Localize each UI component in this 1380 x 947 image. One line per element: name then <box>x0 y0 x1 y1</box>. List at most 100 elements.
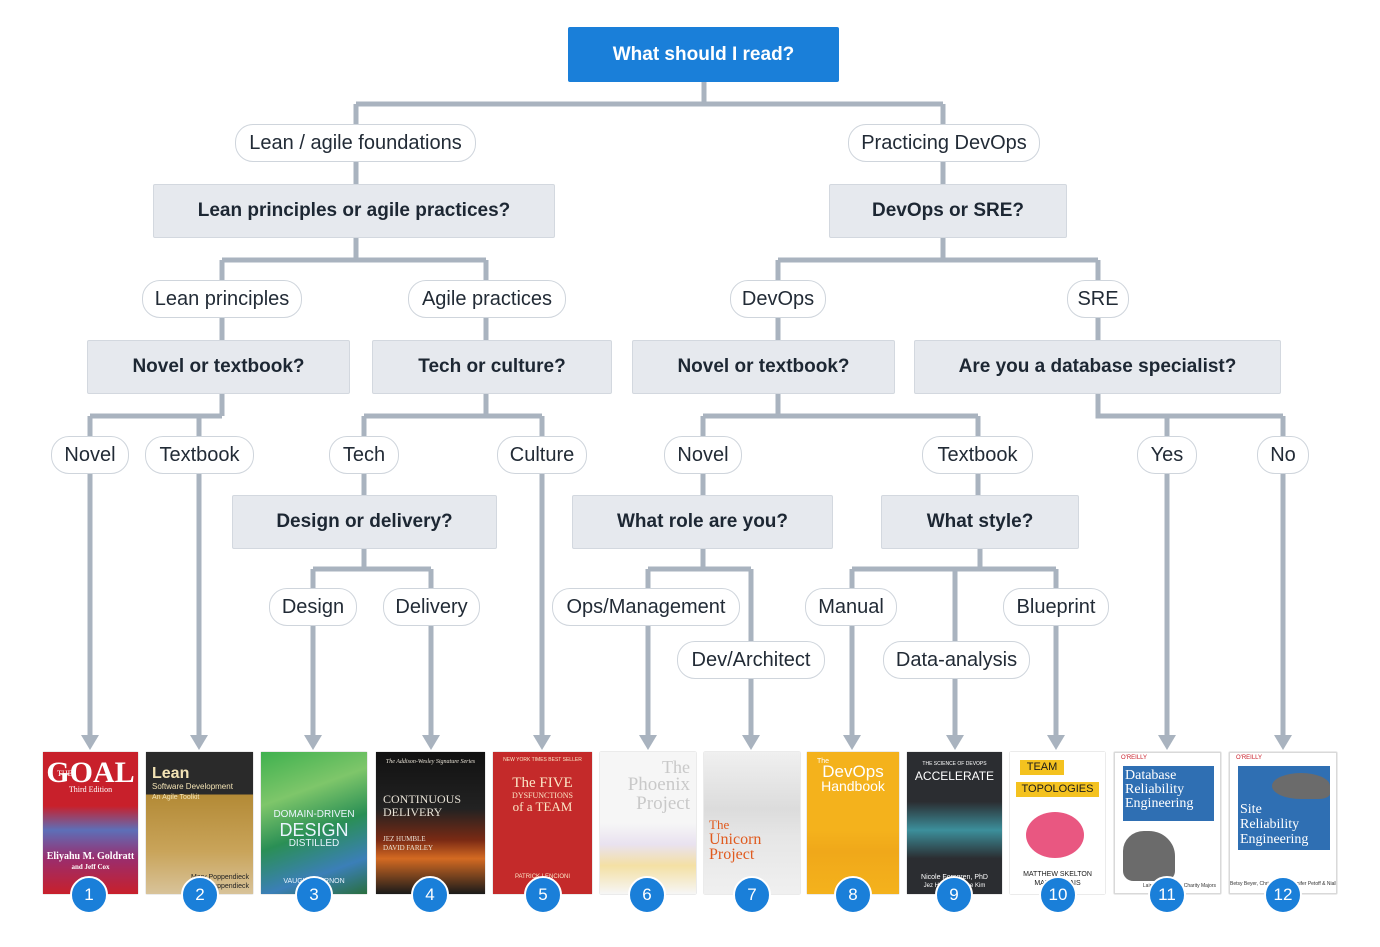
book-7-line-2: Unicorn <box>709 831 762 848</box>
book-1-line-1: THE <box>57 769 73 778</box>
book-2-line-1: Lean <box>152 765 190 782</box>
question-what-style: What style? <box>881 495 1079 549</box>
answer-blueprint[interactable]: Blueprint <box>1003 588 1109 626</box>
answer-culture[interactable]: Culture <box>497 436 587 474</box>
book-cover-the-devops-handbook[interactable]: The DevOps Handbook <box>807 752 899 894</box>
book-5-line-3: DYSFUNCTIONS <box>512 791 573 800</box>
answer-no[interactable]: No <box>1257 436 1309 474</box>
book-1-line-3: Third Edition <box>68 785 113 794</box>
book-10-line-1: TEAM <box>1020 760 1064 775</box>
book-number-badge-6: 6 <box>628 876 666 914</box>
book-cover-the-phoenix-project[interactable]: The Phoenix Project <box>600 752 696 894</box>
answer-devops[interactable]: DevOps <box>730 280 826 318</box>
arrowhead-12 <box>1274 735 1292 750</box>
answer-agile-practices[interactable]: Agile practices <box>408 280 566 318</box>
book-11-line-2: Database <box>1125 768 1177 783</box>
book-11-horse-illustration <box>1123 831 1175 881</box>
book-cover-lean-software-development[interactable]: Lean Software Development An Agile Toolk… <box>146 752 253 894</box>
answer-textbook-lean[interactable]: Textbook <box>145 436 254 474</box>
answer-practicing-devops[interactable]: Practicing DevOps <box>848 124 1040 162</box>
arrowhead-3 <box>304 735 322 750</box>
book-1-line-4: Eliyahu M. Goldratt <box>46 851 135 862</box>
book-4-line-3: DELIVERY <box>383 805 443 819</box>
book-8-line-2: DevOps <box>822 762 884 781</box>
arrowhead-4 <box>422 735 440 750</box>
book-3-line-3: DISTILLED <box>288 838 340 849</box>
question-devops-or-sre: DevOps or SRE? <box>829 184 1067 238</box>
book-cover-five-dysfunctions-of-a-team[interactable]: NEW YORK TIMES BEST SELLER The FIVE DYSF… <box>493 752 592 894</box>
arrowhead-2 <box>190 735 208 750</box>
book-cover-continuous-delivery[interactable]: The Addison-Wesley Signature Series CONT… <box>376 752 485 894</box>
book-5-line-1: NEW YORK TIMES BEST SELLER <box>503 757 582 763</box>
book-number-badge-12: 12 <box>1264 876 1302 914</box>
book-6-line-3: Project <box>636 793 690 814</box>
arrowhead-5 <box>533 735 551 750</box>
answer-delivery[interactable]: Delivery <box>383 588 480 626</box>
book-2-line-2: Software Development <box>152 782 233 791</box>
book-8-line-3: Handbook <box>821 778 885 794</box>
book-4-line-4: JEZ HUMBLE <box>383 835 426 843</box>
book-number-badge-9: 9 <box>935 876 973 914</box>
book-cover-database-reliability-engineering[interactable]: O'REILLY Database Reliability Engineerin… <box>1114 752 1221 894</box>
book-11-line-3: Reliability <box>1125 782 1185 797</box>
book-number-badge-8: 8 <box>834 876 872 914</box>
answer-ops-management[interactable]: Ops/Management <box>552 588 740 626</box>
question-database-specialist: Are you a database specialist? <box>914 340 1281 394</box>
book-11-line-1: O'REILLY <box>1121 755 1148 761</box>
question-what-role: What role are you? <box>572 495 833 549</box>
question-tech-or-culture: Tech or culture? <box>372 340 612 394</box>
answer-novel-devops[interactable]: Novel <box>664 436 742 474</box>
book-1-line-2: GOAL <box>46 756 135 789</box>
question-design-or-delivery: Design or delivery? <box>232 495 497 549</box>
book-9-line-1: THE SCIENCE OF DEVOPS <box>922 761 987 767</box>
question-novel-or-textbook-lean: Novel or textbook? <box>87 340 350 394</box>
answer-yes[interactable]: Yes <box>1137 436 1197 474</box>
book-cover-the-unicorn-project[interactable]: The Unicorn Project <box>704 752 800 894</box>
answer-tech[interactable]: Tech <box>329 436 399 474</box>
book-number-badge-3: 3 <box>295 876 333 914</box>
book-10-line-3: MATTHEW SKELTON <box>1023 871 1092 878</box>
answer-dev-architect[interactable]: Dev/Architect <box>677 641 825 679</box>
book-number-badge-4: 4 <box>411 876 449 914</box>
book-11-line-4: Engineering <box>1125 796 1194 811</box>
answer-design[interactable]: Design <box>269 588 357 626</box>
arrowhead-7 <box>742 735 760 750</box>
book-4-line-5: DAVID FARLEY <box>383 844 434 852</box>
book-12-line-3: Reliability <box>1240 817 1300 832</box>
book-number-badge-2: 2 <box>181 876 219 914</box>
book-4-line-1: The Addison-Wesley Signature Series <box>385 759 476 765</box>
book-11-title-band <box>1123 766 1214 821</box>
book-number-badge-11: 11 <box>1148 876 1186 914</box>
book-cover-domain-driven-design-distilled[interactable]: DOMAIN-DRIVEN DESIGN DISTILLED VAUGHN VE… <box>261 752 367 894</box>
answer-data-analysis[interactable]: Data-analysis <box>883 641 1030 679</box>
book-cover-site-reliability-engineering[interactable]: O'REILLY Site Reliability Engineering Be… <box>1229 752 1337 894</box>
answer-manual[interactable]: Manual <box>805 588 897 626</box>
book-12-lizard-illustration <box>1272 773 1330 799</box>
book-cover-team-topologies[interactable]: TEAM TOPOLOGIES MATTHEW SKELTON MANUEL P… <box>1010 752 1105 894</box>
book-7-line-3: Project <box>709 846 755 863</box>
answer-lean-agile-foundations[interactable]: Lean / agile foundations <box>235 124 476 162</box>
book-12-line-2: Site <box>1240 802 1262 817</box>
book-12-line-4: Engineering <box>1240 832 1309 847</box>
arrowhead-10 <box>1047 735 1065 750</box>
question-lean-or-agile: Lean principles or agile practices? <box>153 184 555 238</box>
book-3-line-2: DESIGN <box>279 820 349 840</box>
book-number-badge-5: 5 <box>524 876 562 914</box>
question-novel-or-textbook-devops: Novel or textbook? <box>632 340 895 394</box>
book-cover-accelerate[interactable]: THE SCIENCE OF DEVOPS ACCELERATE Nicole … <box>907 752 1002 894</box>
answer-sre[interactable]: SRE <box>1067 280 1129 318</box>
book-6-line-2: Phoenix <box>627 774 690 795</box>
book-9-line-2: ACCELERATE <box>914 769 995 783</box>
answer-novel-lean[interactable]: Novel <box>51 436 129 474</box>
answer-textbook-devops[interactable]: Textbook <box>922 436 1033 474</box>
book-number-badge-7: 7 <box>733 876 771 914</box>
book-2-line-3: An Agile Toolkit <box>152 794 200 801</box>
arrowhead-8 <box>843 735 861 750</box>
answer-lean-principles[interactable]: Lean principles <box>142 280 302 318</box>
connector-line-27 <box>1095 394 1167 419</box>
arrowhead-6 <box>639 735 657 750</box>
book-number-badge-1: 1 <box>70 876 108 914</box>
root-question: What should I read? <box>568 27 839 82</box>
book-5-line-4: of a TEAM <box>512 799 573 814</box>
book-cover-the-goal[interactable]: THE GOAL Third Edition Eliyahu M. Goldra… <box>43 752 138 894</box>
